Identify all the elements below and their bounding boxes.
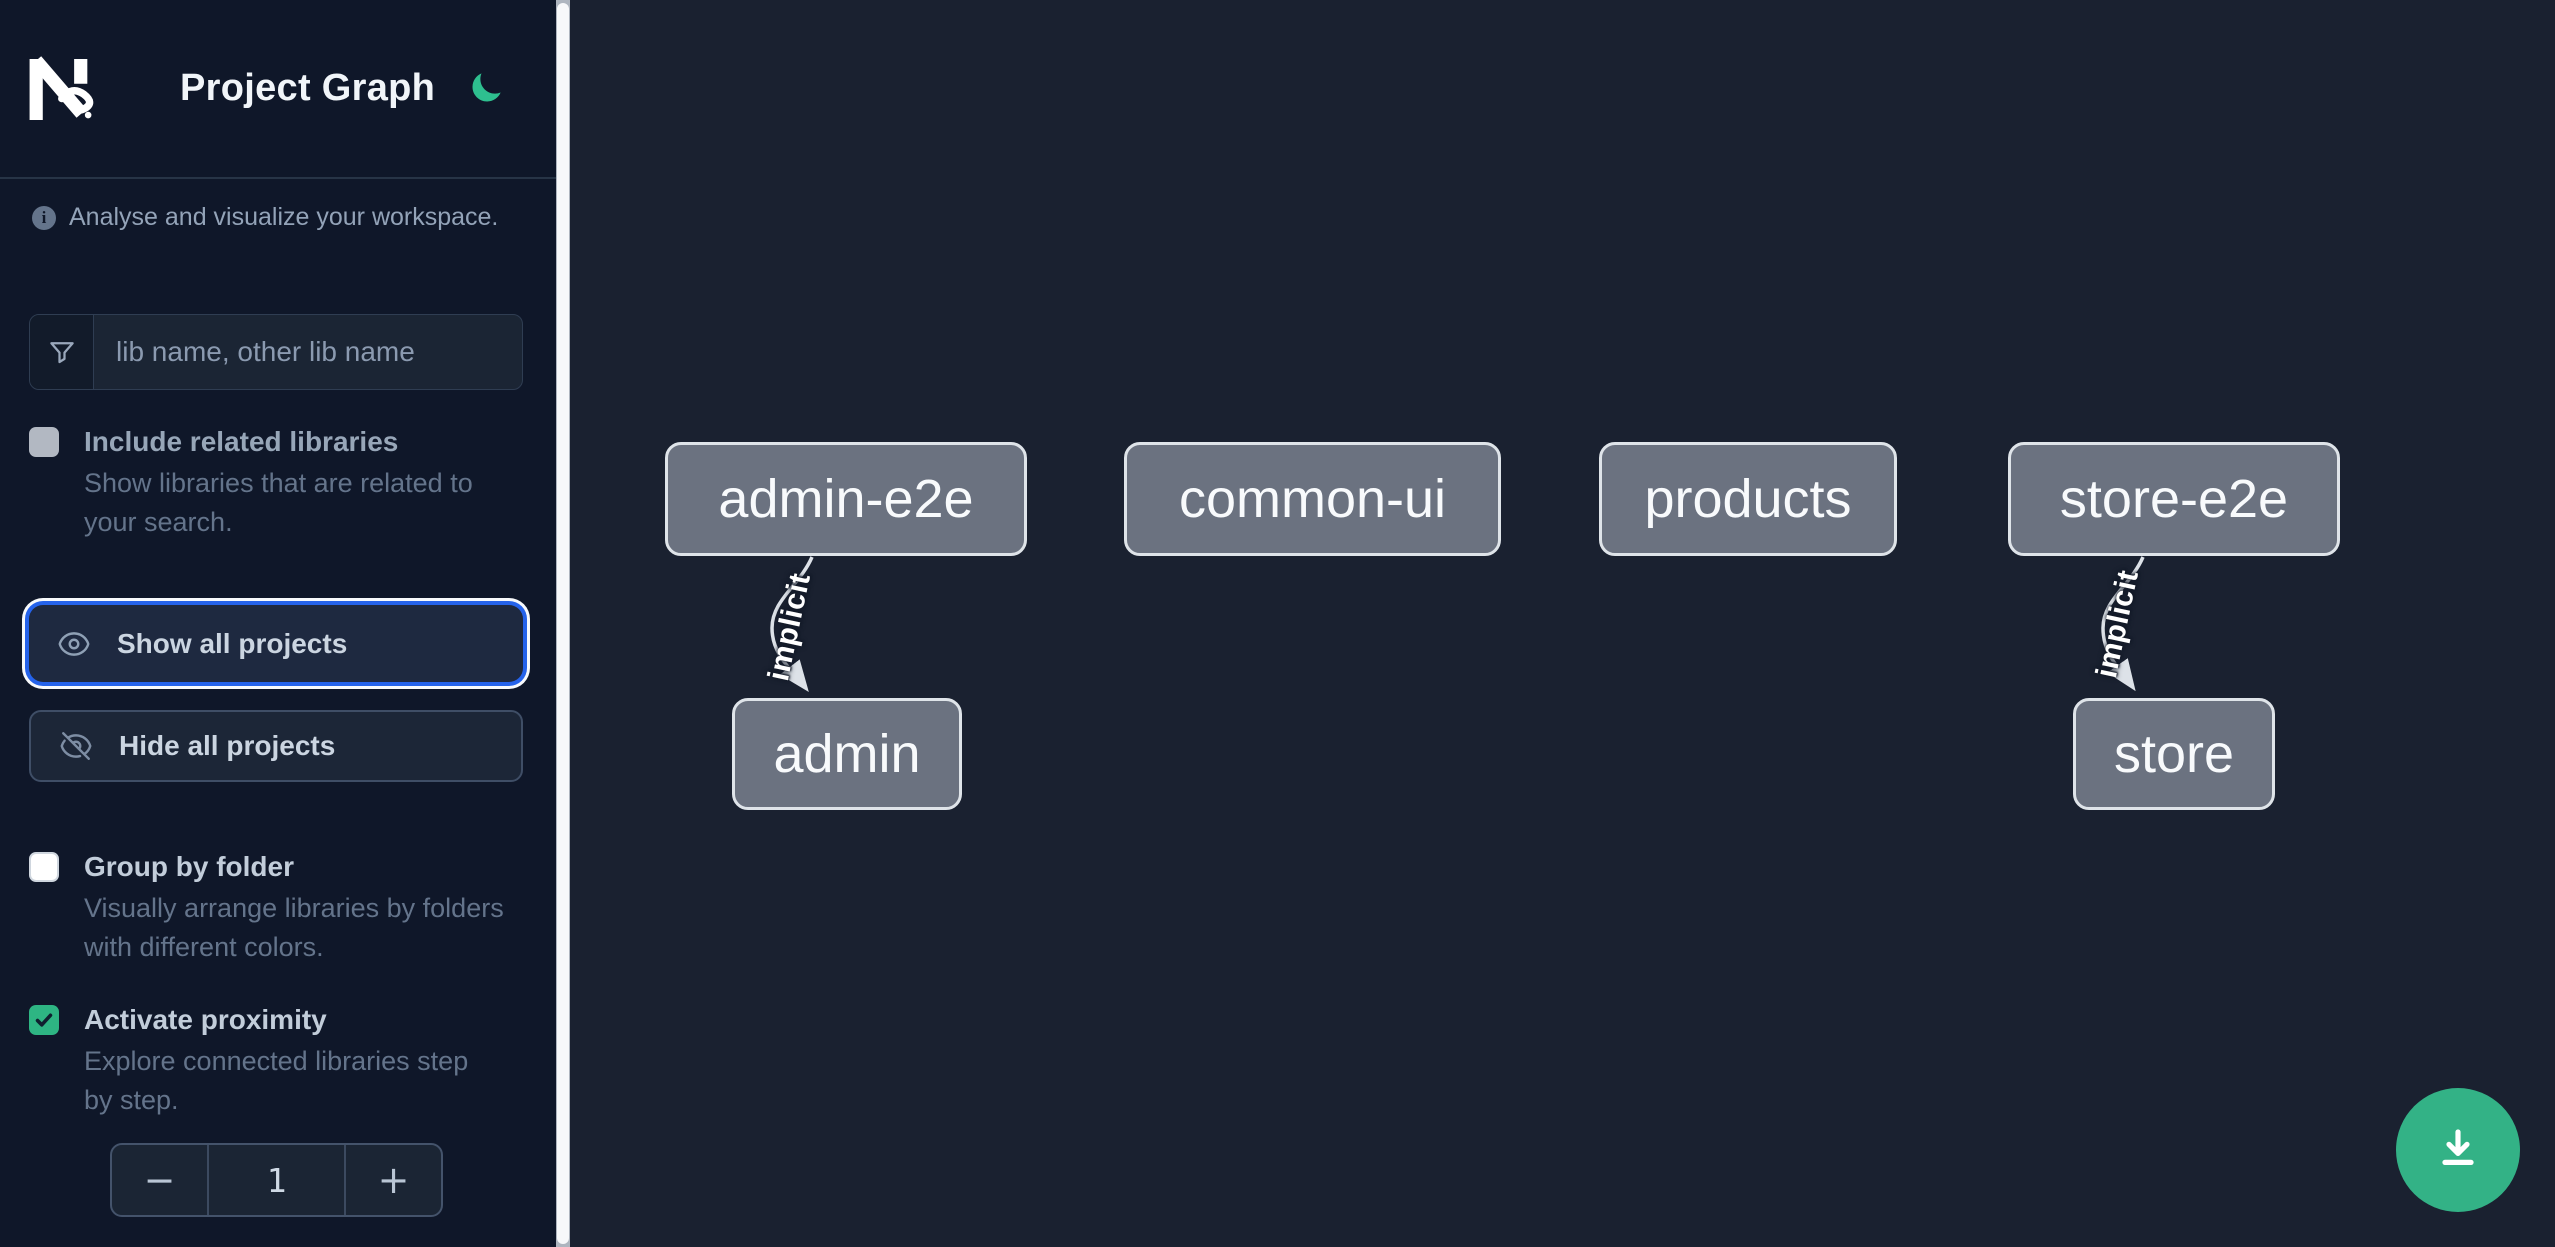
graph-node-store[interactable]: store <box>2073 698 2275 810</box>
option-include-related-libraries[interactable]: Include related libraries Show libraries… <box>29 425 509 542</box>
option-description: Explore connected libraries step by step… <box>84 1046 469 1115</box>
header-divider <box>0 177 556 179</box>
checkbox-include-related[interactable] <box>29 427 59 457</box>
graph-node-products[interactable]: products <box>1599 442 1897 556</box>
checkbox-group-by-folder[interactable] <box>29 852 59 882</box>
info-icon: i <box>32 205 56 230</box>
hide-all-projects-button[interactable]: Hide all projects <box>29 710 523 782</box>
option-description: Visually arrange libraries by folders wi… <box>84 893 504 962</box>
nx-logo <box>29 56 94 120</box>
checkbox-activate-proximity[interactable] <box>29 1005 59 1035</box>
option-activate-proximity[interactable]: Activate proximity Explore connected lib… <box>29 1003 509 1120</box>
search-bar <box>29 314 523 390</box>
dependency-edges <box>770 556 2145 693</box>
option-label: Activate proximity <box>84 1004 327 1035</box>
proximity-depth-stepper: − 1 + <box>110 1143 443 1217</box>
download-icon <box>2442 1129 2474 1165</box>
filter-icon-cell <box>30 315 94 389</box>
eye-icon <box>57 627 91 661</box>
option-label: Include related libraries <box>84 426 399 457</box>
theme-toggle-button[interactable] <box>464 66 508 110</box>
proximity-depth-value: 1 <box>207 1145 346 1215</box>
button-label: Show all projects <box>117 627 348 659</box>
tagline-row: i Analyse and visualize your workspace. <box>32 203 498 232</box>
moon-icon <box>472 73 501 102</box>
sidebar-scrollbar-thumb[interactable] <box>557 3 569 1244</box>
sidebar: Project Graph i Analyse and visualize yo… <box>0 0 556 1247</box>
tagline-text: Analyse and visualize your workspace. <box>69 203 499 231</box>
graph-node-store-e2e[interactable]: store-e2e <box>2008 442 2340 556</box>
show-all-projects-button[interactable]: Show all projects <box>29 605 523 682</box>
graph-canvas[interactable]: admin-e2e common-ui products store-e2e a… <box>570 0 2555 1247</box>
button-label: Hide all projects <box>119 730 336 761</box>
page-title: Project Graph <box>180 67 436 109</box>
graph-node-admin[interactable]: admin <box>732 698 962 810</box>
decrement-button[interactable]: − <box>112 1145 207 1215</box>
option-description: Show libraries that are related to your … <box>84 468 473 537</box>
option-group-by-folder[interactable]: Group by folder Visually arrange librari… <box>29 850 509 967</box>
increment-button[interactable]: + <box>346 1145 441 1215</box>
option-label: Group by folder <box>84 851 294 882</box>
graph-node-common-ui[interactable]: common-ui <box>1124 442 1501 556</box>
search-input[interactable] <box>94 315 522 389</box>
filter-funnel-icon <box>49 342 74 364</box>
graph-node-admin-e2e[interactable]: admin-e2e <box>665 442 1027 556</box>
download-graph-button[interactable] <box>2396 1088 2520 1212</box>
edge-admin-e2e-to-admin <box>770 556 814 693</box>
eye-slash-icon <box>59 729 93 763</box>
check-icon <box>35 1013 53 1027</box>
edge-store-e2e-to-store <box>2101 556 2145 692</box>
